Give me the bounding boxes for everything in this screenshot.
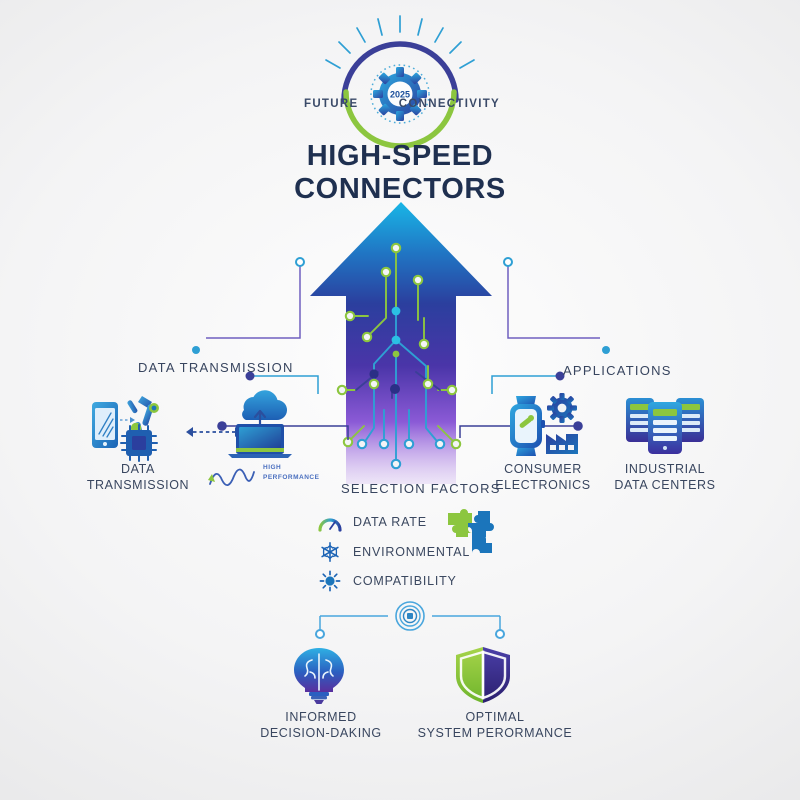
- connector-node-left: [192, 346, 200, 354]
- selection-factor-environmental: ENVIRONMENTAL: [318, 541, 470, 563]
- section-label-data-transmission: DATA TRANSMISSION: [138, 360, 294, 375]
- caption-line-2: TRANSMISSION: [86, 477, 190, 492]
- smartwatch-gear-factory-icon: [510, 393, 578, 456]
- caption-line-2: DATA CENTERS: [614, 477, 716, 492]
- caption-line-2: ELECTRONICS: [495, 477, 591, 492]
- caption-data-transmission: DATA TRANSMISSION: [62, 462, 214, 493]
- high-performance-label: HIGH PERFORMANCE: [263, 463, 319, 483]
- hp-line-1: HIGH: [263, 464, 282, 471]
- caption-informed-decision-making: INFORMED DECISION-DAKING: [236, 710, 406, 741]
- circuit-arrow-icon: [310, 202, 492, 484]
- brain-bulb-icon: [294, 648, 344, 704]
- selection-factor-data-rate: DATA RATE: [318, 512, 427, 532]
- arrow-body: [310, 202, 492, 484]
- cloud-laptop-icon: [228, 390, 292, 458]
- caption-industrial-data-centers: INDUSTRIAL DATA CENTERS: [608, 462, 722, 493]
- caption-line-1: CONSUMER: [504, 462, 582, 476]
- page-title: HIGH-SPEED CONNECTORS: [0, 140, 800, 206]
- sun-icon: [319, 570, 341, 592]
- section-label-selection-factors: SELECTION FACTORS: [341, 481, 501, 496]
- logo-badge-svg: 2025: [325, 15, 475, 149]
- waveform-icon: [208, 468, 255, 486]
- gear-year-label: 2025: [390, 90, 410, 100]
- selection-factor-label: DATA RATE: [353, 515, 427, 529]
- caption-line-1: OPTIMAL: [465, 710, 525, 724]
- logo-badge: 2025 FUTURE CONNECTIVITY: [300, 14, 500, 149]
- caption-line-1: INDUSTRIAL: [624, 462, 706, 476]
- logo-word-connectivity: CONNECTIVITY: [398, 98, 500, 110]
- smartphone-robot-chip-icon: [92, 396, 159, 462]
- snowflake-icon: [321, 542, 339, 562]
- dotted-ring: [370, 64, 430, 124]
- shield-icon: [456, 647, 510, 703]
- selection-factor-label: ENVIRONMENTAL: [353, 545, 471, 559]
- puzzle-pieces-icon: [448, 509, 494, 553]
- caption-consumer-electronics: CONSUMER ELECTRONICS: [490, 462, 596, 493]
- connector-node-right: [602, 346, 610, 354]
- gauge-icon: [318, 518, 342, 532]
- caption-line-1: INFORMED: [285, 710, 357, 724]
- title-line-2: CONNECTORS: [294, 172, 506, 205]
- caption-line-2: DECISION-DAKING: [260, 725, 382, 740]
- gear-icon: 2025: [373, 67, 427, 121]
- caption-line-1: DATA: [121, 462, 155, 476]
- selection-factor-label: COMPATIBILITY: [353, 574, 457, 588]
- logo-word-future: FUTURE: [304, 98, 359, 110]
- server-stack-icon: [626, 398, 704, 454]
- arc-bottom: [343, 89, 457, 149]
- section-label-applications: APPLICATIONS: [563, 363, 672, 378]
- caption-optimal-system-performance: OPTIMAL SYSTEM PERORMANCE: [400, 710, 590, 741]
- caption-line-2: SYSTEM PERORMANCE: [417, 725, 573, 740]
- circuit-nodes: [336, 242, 462, 470]
- hp-line-2: PERFORMANCE: [263, 474, 320, 482]
- arc-top: [341, 41, 459, 103]
- title-line-1: HIGH-SPEED: [306, 140, 494, 172]
- selection-factor-compatibility: COMPATIBILITY: [318, 570, 457, 592]
- target-hub-icon: [395, 601, 425, 631]
- sun-rays-icon: [325, 15, 475, 69]
- hub-connector-layer: [315, 601, 505, 639]
